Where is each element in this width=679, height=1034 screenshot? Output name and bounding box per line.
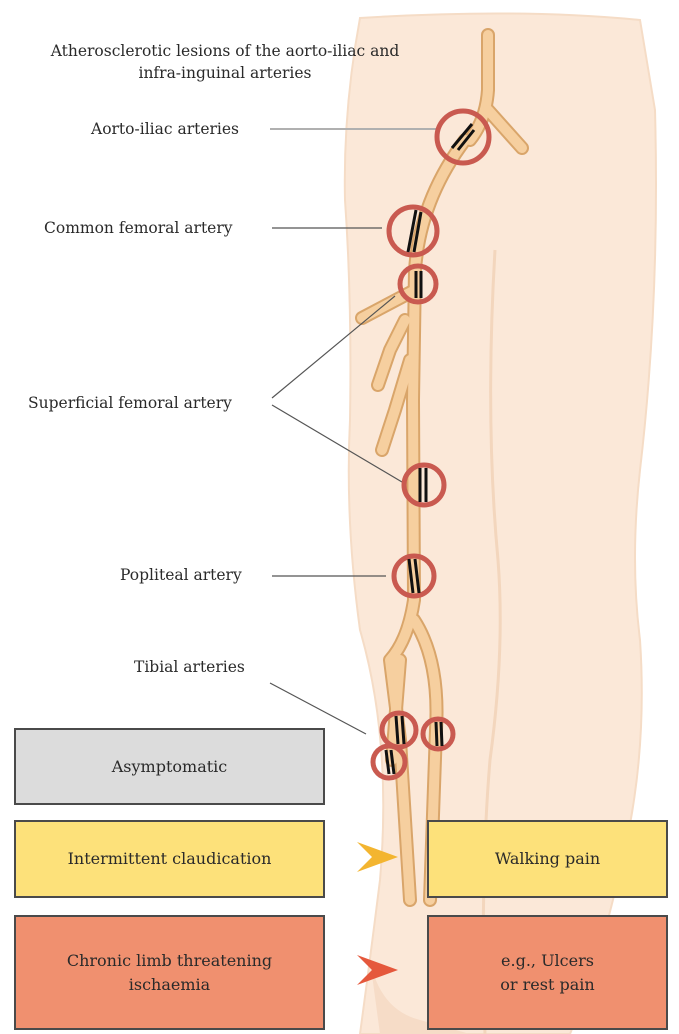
label-tibial-arteries: Tibial arteries <box>134 656 245 678</box>
stage-box-clti: Chronic limb threatening ischaemia <box>14 915 325 1030</box>
stage-box-asymptomatic: Asymptomatic <box>14 728 325 805</box>
symptom-walking-pain-text: Walking pain <box>495 847 600 871</box>
stage-box-claudication: Intermittent claudication <box>14 820 325 898</box>
diagram-title: Atherosclerotic lesions of the aorto-ili… <box>40 40 410 84</box>
stage-clti-text: Chronic limb threatening ischaemia <box>67 949 272 997</box>
symptom-box-ulcers: e.g., Ulcers or rest pain <box>427 915 668 1030</box>
label-popliteal-artery: Popliteal artery <box>120 564 242 586</box>
label-common-femoral-artery: Common femoral artery <box>44 217 233 239</box>
stage-asymptomatic-text: Asymptomatic <box>112 755 228 779</box>
stage-claudication-text: Intermittent claudication <box>68 847 272 871</box>
symptom-box-walking-pain: Walking pain <box>427 820 668 898</box>
symptom-ulcers-text: e.g., Ulcers or rest pain <box>500 949 594 997</box>
label-superficial-femoral-artery: Superficial femoral artery <box>28 392 232 414</box>
label-aorto-iliac-arteries: Aorto-iliac arteries <box>91 118 239 140</box>
